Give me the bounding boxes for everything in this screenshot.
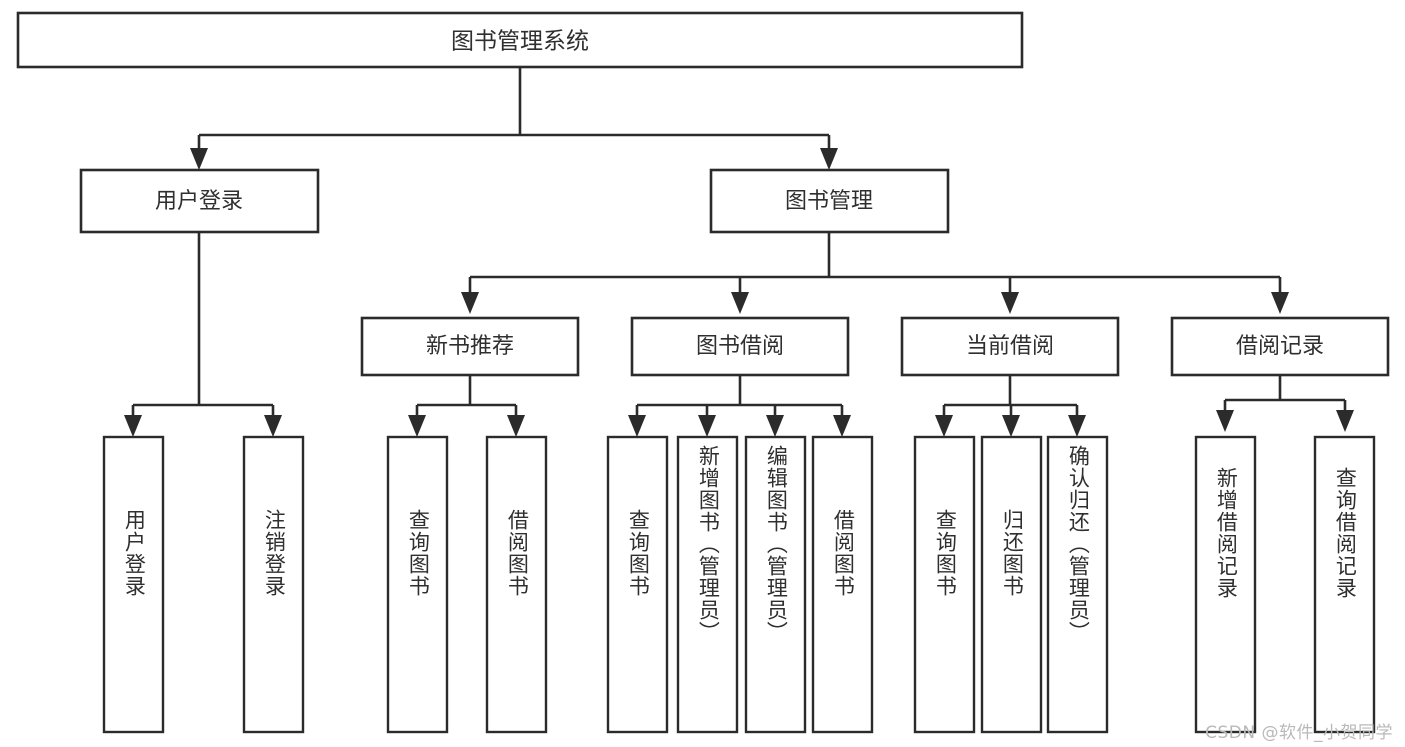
root-box[interactable] bbox=[16, 11, 1024, 69]
node-book-borrow[interactable]: 图书借阅 bbox=[630, 316, 850, 377]
leaf-box-borrow-book-2[interactable] bbox=[811, 435, 874, 734]
edge-current-borrow-to-leaves bbox=[935, 375, 1086, 437]
leaf-box-confirm-return[interactable] bbox=[1046, 435, 1109, 734]
arrow-to-leaf-query-record bbox=[1336, 410, 1354, 432]
csdn-watermark: CSDN @软件_小贺同学 bbox=[1205, 723, 1393, 743]
user-login-box[interactable] bbox=[79, 168, 320, 234]
leaf-box-edit-book[interactable] bbox=[744, 435, 807, 734]
leaf-box-query-book-1[interactable] bbox=[386, 435, 449, 734]
arrow-to-book-borrow bbox=[731, 292, 749, 314]
arrow-to-borrow-record bbox=[1271, 292, 1289, 314]
current-borrow-label: 当前借阅 bbox=[966, 334, 1054, 359]
root-label: 图书管理系统 bbox=[451, 29, 589, 55]
arrow-to-leaf-user-login bbox=[124, 415, 142, 437]
arrow-to-leaf-logout bbox=[264, 415, 282, 437]
arrow-to-leaf-query-book-1 bbox=[408, 415, 426, 437]
arrow-to-leaf-query-book-3 bbox=[935, 415, 953, 437]
node-user-login[interactable]: 用户登录 bbox=[79, 168, 320, 234]
edge-user-login-to-leaves bbox=[124, 232, 282, 437]
leaf-box-add-record[interactable] bbox=[1194, 435, 1257, 734]
leaf-box-return-book[interactable] bbox=[980, 435, 1043, 734]
arrow-to-book-management bbox=[820, 148, 838, 170]
leaf-box-borrow-book-1[interactable] bbox=[485, 435, 548, 734]
arrow-to-leaf-return-book bbox=[1002, 415, 1020, 437]
leaf-box-logout[interactable] bbox=[242, 435, 305, 734]
arrow-to-current-borrow bbox=[1001, 292, 1019, 314]
node-book-management[interactable]: 图书管理 bbox=[709, 168, 950, 234]
current-borrow-box[interactable] bbox=[900, 316, 1120, 377]
user-login-label: 用户登录 bbox=[155, 189, 243, 214]
arrow-to-new-book-recommend bbox=[461, 292, 479, 314]
arrow-to-leaf-edit-book bbox=[766, 415, 784, 437]
leaf-box-user-login[interactable] bbox=[102, 435, 165, 734]
arrow-to-leaf-borrow-book-1 bbox=[507, 415, 525, 437]
edge-root-to-level1 bbox=[190, 67, 838, 170]
node-borrow-record[interactable]: 借阅记录 bbox=[1170, 316, 1390, 377]
arrow-to-leaf-confirm-return bbox=[1068, 415, 1086, 437]
book-borrow-label: 图书借阅 bbox=[696, 334, 784, 359]
node-current-borrow[interactable]: 当前借阅 bbox=[900, 316, 1120, 377]
edge-borrow-record-to-leaves bbox=[1216, 375, 1354, 432]
borrow-record-label: 借阅记录 bbox=[1236, 334, 1324, 359]
node-root[interactable]: 图书管理系统 bbox=[16, 11, 1024, 69]
edge-new-book-recommend-to-leaves bbox=[408, 375, 525, 437]
node-new-book-recommend[interactable]: 新书推荐 bbox=[360, 316, 580, 377]
leaf-boxes-group bbox=[102, 435, 1376, 734]
leaf-box-query-book-2[interactable] bbox=[606, 435, 669, 734]
book-management-label: 图书管理 bbox=[785, 189, 873, 214]
edge-book-borrow-to-leaves bbox=[628, 375, 851, 437]
new-book-recommend-box[interactable] bbox=[360, 316, 580, 377]
arrow-to-leaf-add-record bbox=[1216, 410, 1234, 432]
arrow-to-leaf-borrow-book-2 bbox=[833, 415, 851, 437]
leaf-box-add-book[interactable] bbox=[676, 435, 739, 734]
arrow-to-user-login bbox=[190, 148, 208, 170]
edge-book-management-to-level2 bbox=[461, 232, 1289, 314]
arrow-to-leaf-add-book bbox=[698, 415, 716, 437]
new-book-recommend-label: 新书推荐 bbox=[426, 334, 514, 359]
leaf-box-query-book-3[interactable] bbox=[913, 435, 976, 734]
arrow-to-leaf-query-book-2 bbox=[628, 415, 646, 437]
leaf-box-query-record[interactable] bbox=[1313, 435, 1376, 734]
